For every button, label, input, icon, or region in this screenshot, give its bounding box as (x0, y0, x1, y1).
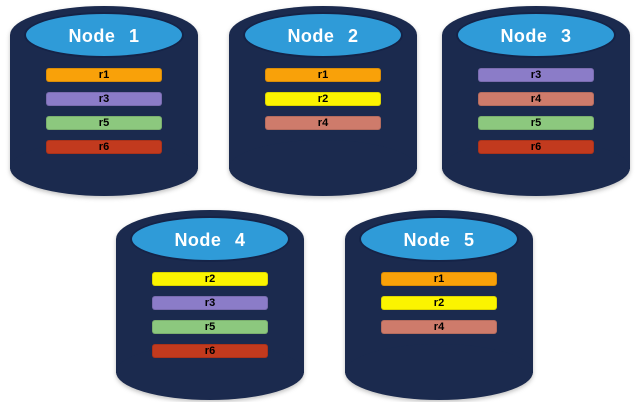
replica-list: r1 r2 r4 (381, 272, 497, 334)
replica-bar-r2: r2 (265, 92, 381, 106)
replica-bar-r6: r6 (152, 344, 268, 358)
replica-bar-r5: r5 (152, 320, 268, 334)
node-title: Node 3 (500, 25, 572, 46)
replica-bar-r1: r1 (265, 68, 381, 82)
db-node-1: Node 1 r1 r3 r5 r6 (10, 6, 198, 196)
replica-bar-r3: r3 (152, 296, 268, 310)
cylinder-cap (456, 12, 616, 58)
cylinder-bottom (345, 344, 533, 400)
replica-list: r2 r3 r5 r6 (152, 272, 268, 358)
replica-bar-r1: r1 (46, 68, 162, 82)
replica-bar-r2: r2 (152, 272, 268, 286)
replica-bar-r1: r1 (381, 272, 497, 286)
node-title: Node 4 (174, 229, 246, 250)
node-title: Node 2 (287, 25, 359, 46)
replica-bar-r5: r5 (478, 116, 594, 130)
db-node-2: Node 2 r1 r2 r4 (229, 6, 417, 196)
node-title: Node 1 (68, 25, 140, 46)
replica-list: r3 r4 r5 r6 (478, 68, 594, 154)
replica-bar-r4: r4 (265, 116, 381, 130)
replica-bar-r4: r4 (381, 320, 497, 334)
replica-bar-r3: r3 (478, 68, 594, 82)
cylinder-cap (130, 216, 290, 262)
node-title: Node 5 (403, 229, 475, 250)
cylinder-cap (243, 12, 403, 58)
replica-list: r1 r3 r5 r6 (46, 68, 162, 154)
replica-bar-r3: r3 (46, 92, 162, 106)
replica-bar-r2: r2 (381, 296, 497, 310)
db-node-5: Node 5 r1 r2 r4 (345, 210, 533, 400)
db-node-3: Node 3 r3 r4 r5 r6 (442, 6, 630, 196)
replica-bar-r6: r6 (46, 140, 162, 154)
cylinder-bottom (229, 140, 417, 196)
cylinder-cap (359, 216, 519, 262)
replica-bar-r5: r5 (46, 116, 162, 130)
replica-bar-r6: r6 (478, 140, 594, 154)
replica-bar-r4: r4 (478, 92, 594, 106)
cylinder-cap (24, 12, 184, 58)
replica-list: r1 r2 r4 (265, 68, 381, 130)
db-node-4: Node 4 r2 r3 r5 r6 (116, 210, 304, 400)
